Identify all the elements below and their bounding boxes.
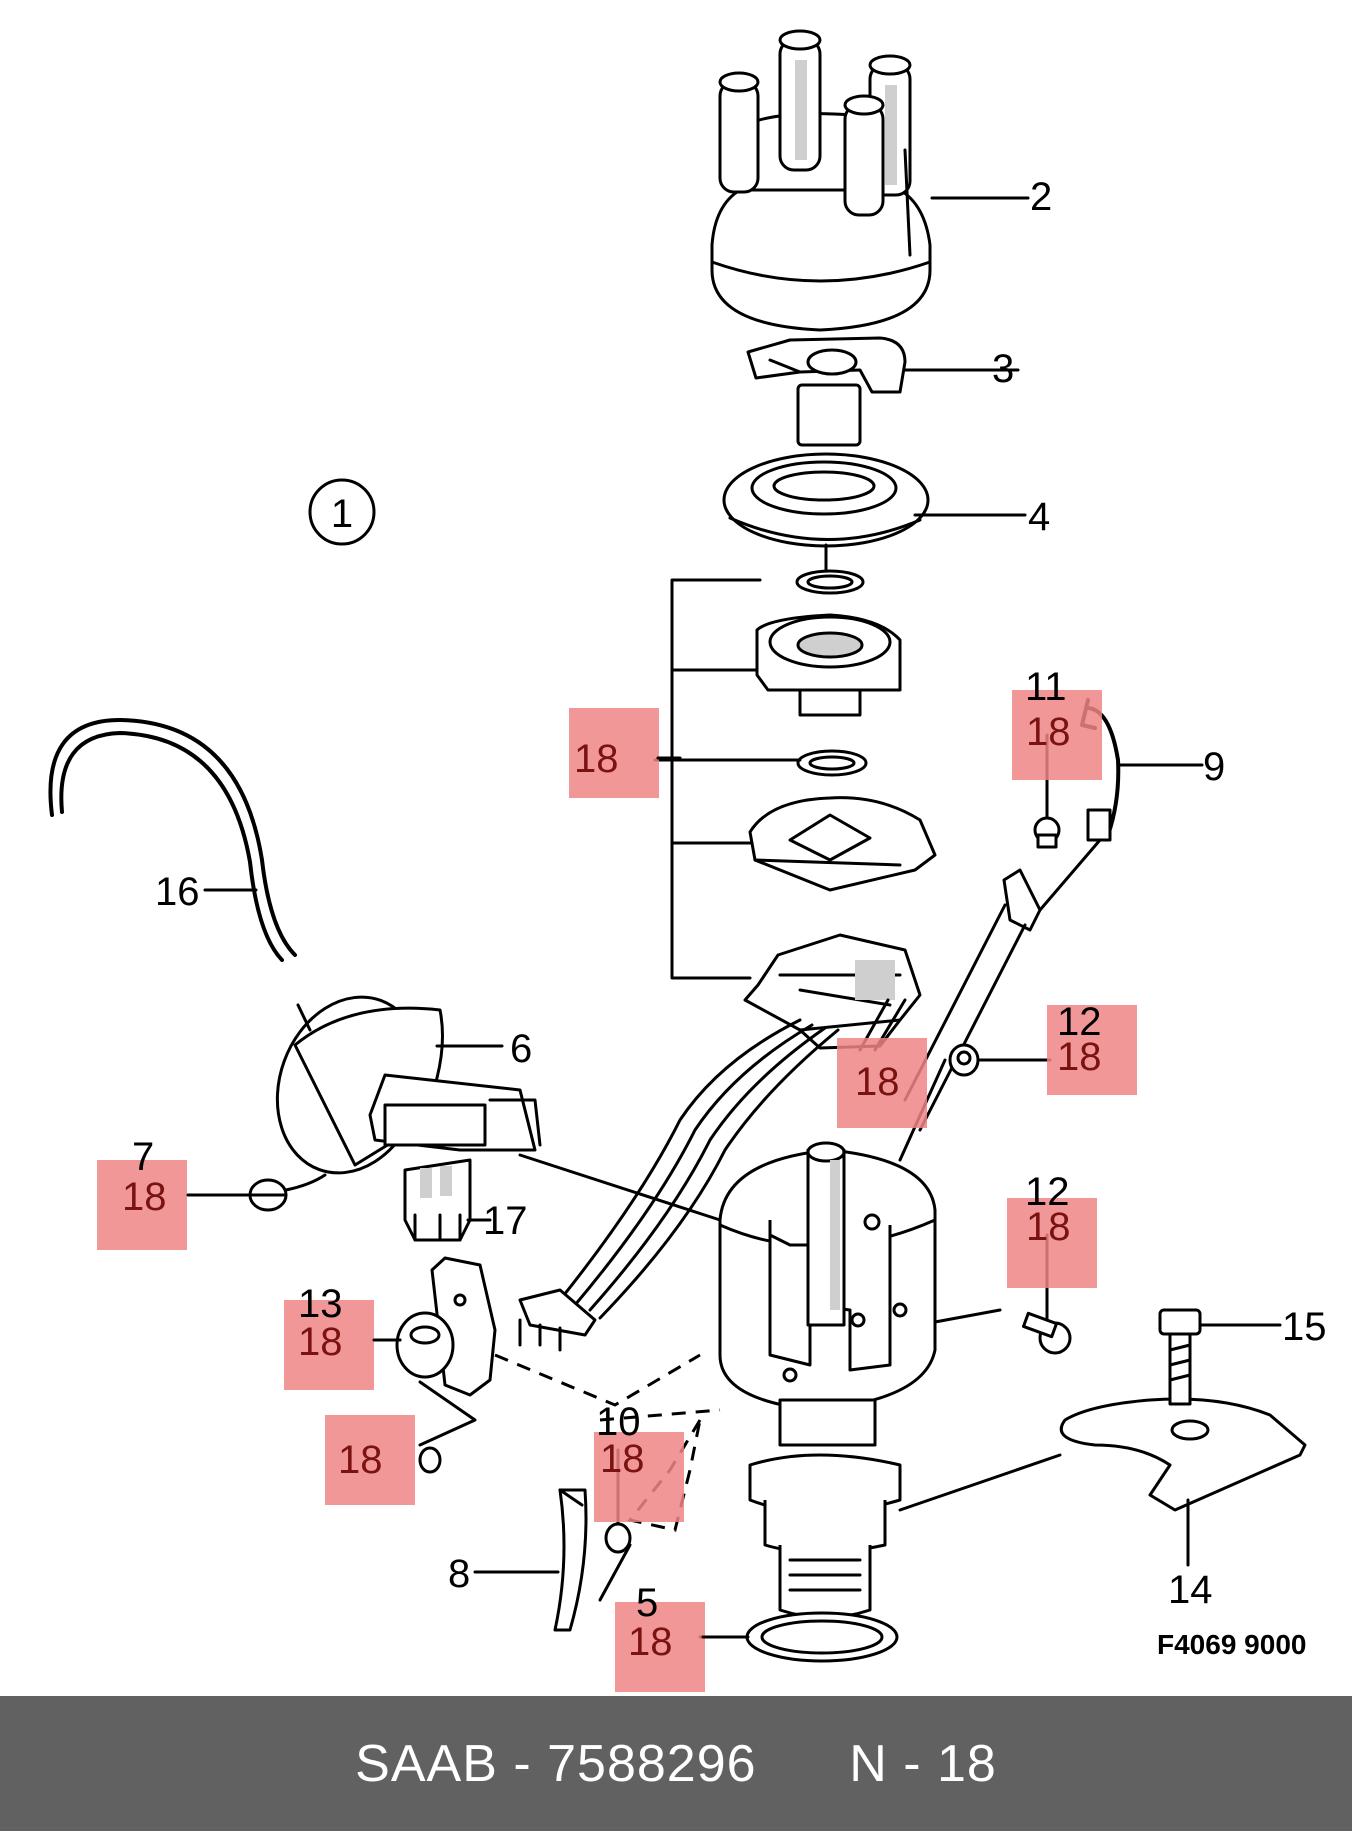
highlight-bracket: [569, 708, 659, 798]
callout-14: 14: [1168, 1568, 1213, 1612]
highlight-11: [1012, 690, 1102, 780]
qty-bracket: 18: [574, 737, 619, 781]
screw-7: [248, 1178, 288, 1212]
qty-screw13: 18: [338, 1438, 383, 1482]
mounting-plate-14: [1059, 1397, 1307, 1512]
callout-6: 6: [510, 1027, 532, 1071]
bolt-15: [1158, 1308, 1202, 1406]
callout-16: 16: [155, 870, 200, 914]
qty-12-lower: 18: [1026, 1205, 1071, 1249]
screw-12-upper: [948, 1043, 980, 1077]
callout-4: 4: [1028, 495, 1050, 539]
callout-12-upper: 12: [1057, 1000, 1102, 1044]
distributor-cap: [710, 29, 932, 332]
callout-13: 13: [298, 1282, 343, 1326]
callout-7: 7: [132, 1135, 154, 1179]
vacuum-hose: [48, 718, 297, 957]
qty-10: 18: [600, 1437, 645, 1481]
exploded-stack: [743, 569, 937, 1050]
highlight-13: [284, 1300, 374, 1390]
qty-harness: 18: [855, 1060, 900, 1104]
callout-10: 10: [596, 1400, 641, 1444]
dust-shield: [722, 452, 930, 548]
callout-11: 11: [1025, 665, 1067, 709]
callout-2: 2: [1030, 175, 1052, 219]
screw-12-lower: [1022, 1311, 1072, 1355]
wiring-harness: [518, 1018, 840, 1352]
footer-qty-label: N - 18: [849, 1734, 997, 1793]
highlight-harness: [837, 1038, 927, 1128]
callout-9: 9: [1203, 745, 1225, 789]
callout-8: 8: [448, 1552, 470, 1596]
o-ring-5: [745, 1611, 899, 1663]
screw-10: [604, 1522, 632, 1554]
distributor-housing: [718, 1141, 937, 1619]
screw-11: [1033, 816, 1061, 849]
rotor: [746, 336, 907, 447]
callout-3: 3: [992, 347, 1014, 391]
highlight-12-lower: [1007, 1198, 1097, 1288]
highlight-12-upper: [1047, 1005, 1137, 1095]
callout-5: 5: [636, 1581, 658, 1625]
qty-5: 18: [628, 1620, 673, 1664]
callout-12-lower: 12: [1025, 1170, 1070, 1214]
highlight-7: [97, 1160, 187, 1250]
vacuum-advance-unit: [275, 995, 542, 1175]
exploded-distributor-diagram: 1 2 3 4 5 6 7 8 9 10 11 12 12 13 14 15 1…: [48, 29, 1327, 1692]
clip-8: [553, 1488, 588, 1632]
view-marker: 1: [308, 478, 376, 546]
highlight-10: [594, 1432, 684, 1522]
qty-12-upper: 18: [1057, 1035, 1102, 1079]
connector-17: [403, 1158, 472, 1242]
qty-11: 18: [1026, 710, 1071, 754]
screw-13: [418, 1446, 442, 1474]
callout-17: 17: [483, 1199, 528, 1243]
highlight-screw13: [325, 1415, 415, 1505]
qty-13: 18: [298, 1320, 343, 1364]
qty-7: 18: [122, 1175, 167, 1219]
svg-text:1: 1: [331, 492, 353, 536]
callout-15: 15: [1282, 1305, 1327, 1349]
figure-code: F4069 9000: [1157, 1629, 1306, 1660]
highlight-5: [615, 1602, 705, 1692]
pickup-13: [395, 1256, 497, 1397]
footer-part-label: SAAB - 7588296: [355, 1734, 757, 1793]
footer-bar: SAAB - 7588296 N - 18: [0, 1696, 1352, 1831]
